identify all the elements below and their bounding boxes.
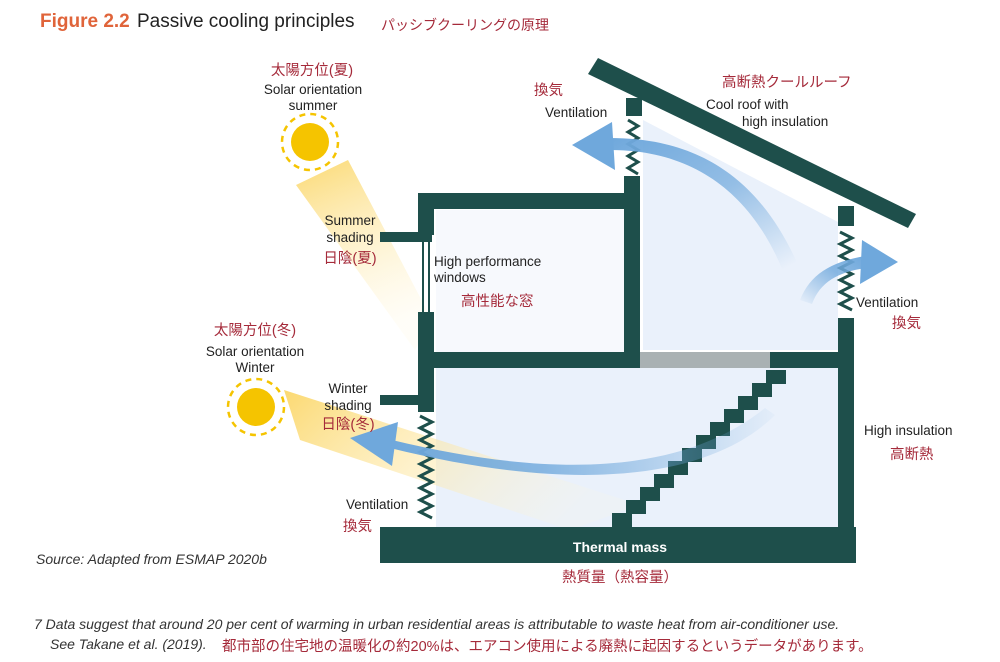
upper-room-interior [436,210,626,352]
ventilation-right-label: Ventilation [856,295,919,310]
summer-sun-icon [280,112,340,172]
footnote-line-2: See Takane et al. (2019). [50,636,207,652]
upper-floor-interior [643,120,838,350]
high-performance-window [422,235,430,312]
ventilation-right-jp: 換気 [892,316,921,332]
cool-roof-jp: 高断熱クールルーフ [722,75,852,91]
figure-title-jp: パッシブクーリングの原理 [381,17,549,33]
solar-summer-label-1: Solar orientation [263,82,363,97]
thermal-mass-slab [380,527,856,563]
ventilation-bottom-label: Ventilation [346,497,409,512]
solar-winter-label-2: Winter [235,360,275,375]
thermal-mass-jp: 熱質量（熱容量） [562,570,678,586]
cool-roof [588,58,916,228]
airflow-arrow-right [800,240,898,304]
solar-summer-jp: 太陽方位(夏) [270,63,354,79]
summer-sunbeam [296,160,432,350]
winter-shading-label-1: Winter [328,381,368,396]
footnote-line-2-jp: 都市部の住宅地の温暖化の約20%は、エアコン使用による廃熱に起因するというデータ… [222,639,873,655]
figure-title: Passive cooling principles [137,11,355,32]
airflow-arrow-lower [350,408,775,475]
thermal-mass-label: Thermal mass [572,539,668,555]
cool-roof-label-1: Cool roof with [706,97,789,112]
summer-shading-label-1: Summer [324,213,376,228]
winter-shading-label-2: shading [324,398,372,413]
windows-jp: 高性能な窓 [461,294,534,310]
ventilation-bottom-jp: 換気 [343,519,372,535]
high-insulation-jp: 高断熱 [890,447,934,463]
source-note: Source: Adapted from ESMAP 2020b [36,551,267,567]
summer-shading-label-2: shading [326,230,374,245]
winter-sun-icon [226,377,286,437]
footnote-line-1: 7 Data suggest that around 20 per cent o… [34,616,840,632]
high-insulation-label: High insulation [864,423,953,438]
solar-winter-jp: 太陽方位(冬) [213,323,297,339]
airflow-arrow-upper [572,122,805,290]
ventilation-top-label: Ventilation [545,105,608,120]
summer-shading-jp: 日陰(夏) [323,251,377,267]
winter-shading-jp: 日陰(冬) [321,417,375,433]
windows-label-1: High performance [434,254,542,269]
solar-winter-label-1: Solar orientation [205,344,305,359]
windows-label-2: windows [434,270,486,285]
cool-roof-label-2: high insulation [742,114,829,129]
solar-summer-label-2: summer [288,98,338,113]
floor-segment [640,352,770,368]
figure-number: Figure 2.2 [40,11,130,32]
house-structure [380,58,916,563]
ventilation-top-jp: 換気 [534,83,563,99]
